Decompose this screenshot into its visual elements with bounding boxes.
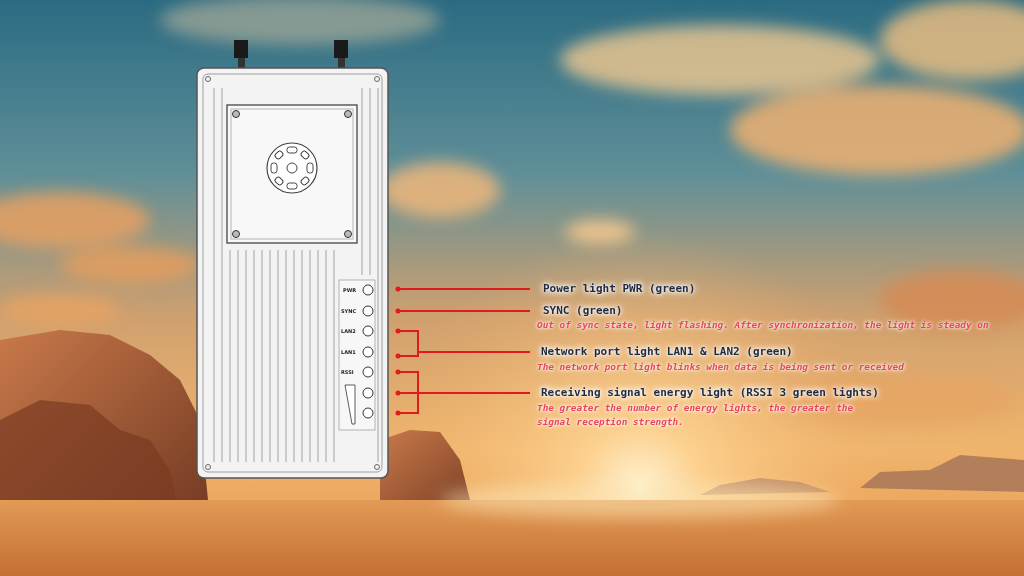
led-marking: LAN1 [341,349,356,355]
led-marking: RSSI [341,369,354,375]
led-marking: PWR [343,287,356,293]
callout-note: The network port light blinks when data … [537,360,1017,374]
led-marking: SYNC [341,308,356,314]
callout-title: Receiving signal energy light (RSSI 3 gr… [541,386,879,400]
callout-title: Power light PWR (green) [543,282,695,296]
callout-note: Out of sync state, light flashing. After… [537,318,1017,332]
led-marking: LAN2 [341,328,356,334]
callout-title: Network port light LAN1 & LAN2 (green) [541,345,793,359]
callout-title: SYNC (green) [543,304,622,318]
callout-note: The greater the number of energy lights,… [537,401,882,429]
